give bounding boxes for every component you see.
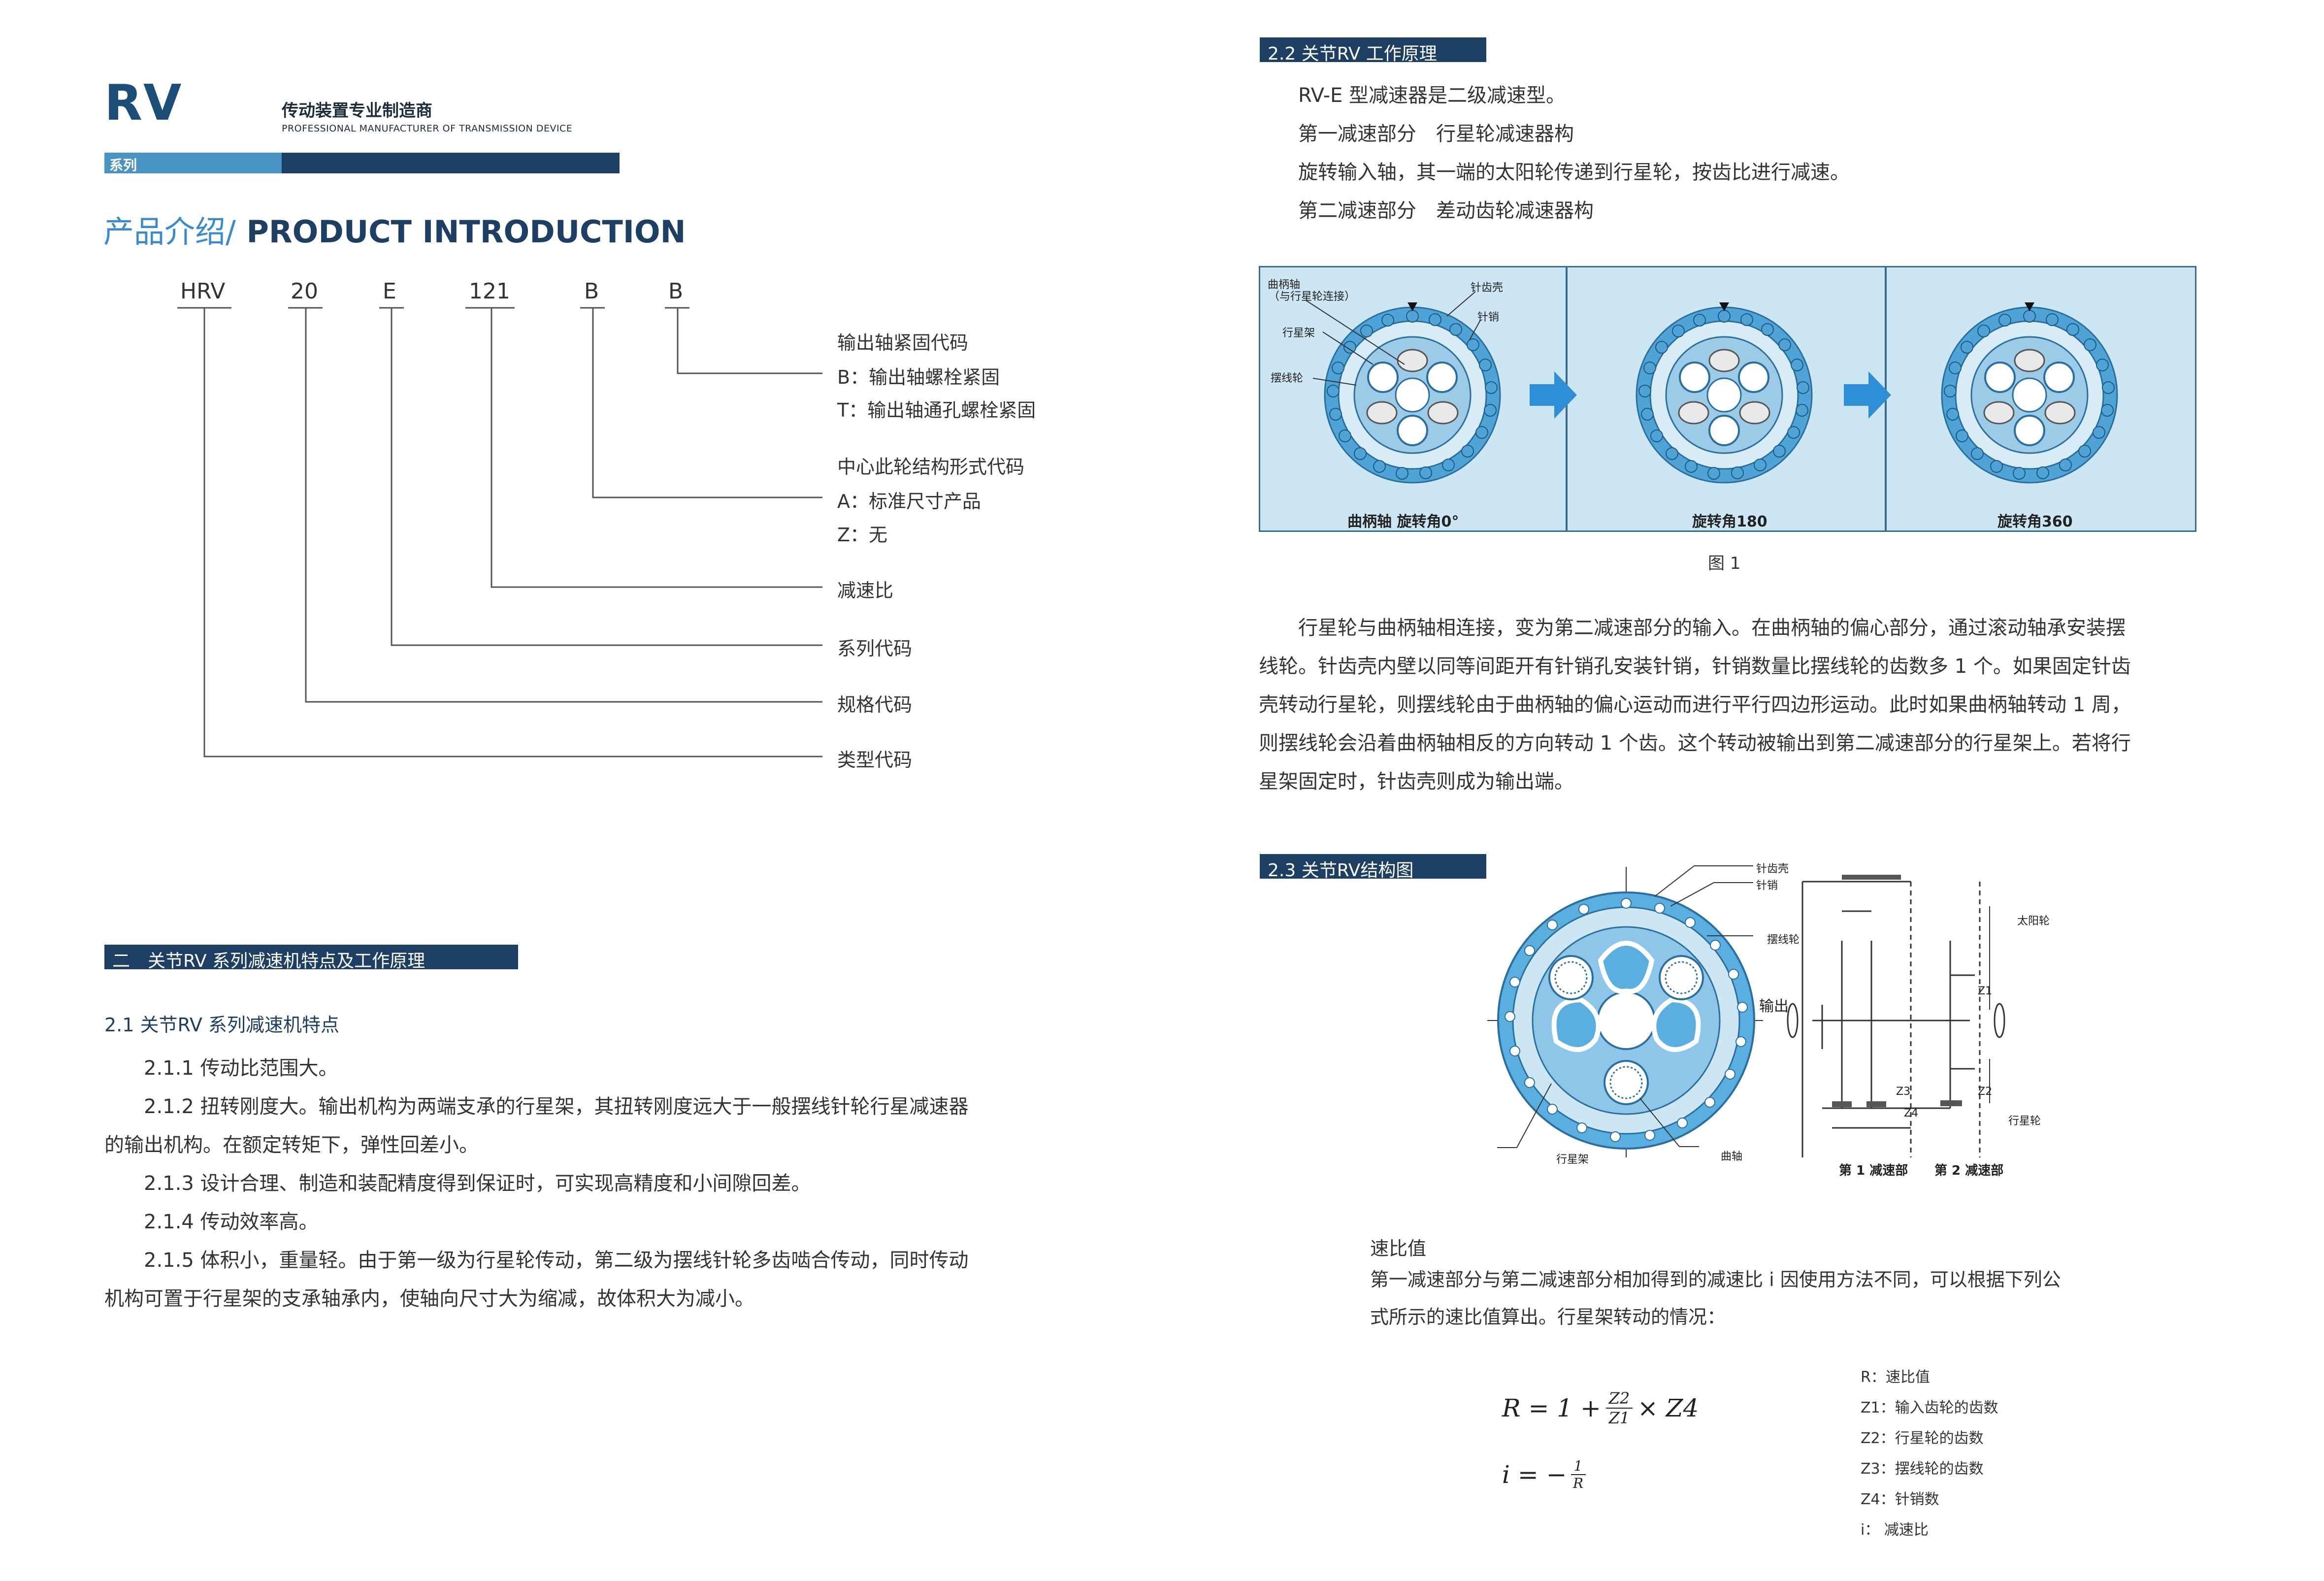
ratio-legend: R：速比值 Z1：输入齿轮的齿数 Z2：行星轮的齿数 Z3：摆线轮的齿数 Z4：… xyxy=(1861,1362,1998,1546)
struct-label-crank: 曲轴 xyxy=(1721,1151,1743,1163)
desc-series: 系列代码 xyxy=(837,638,913,659)
legend-z2: Z2：行星轮的齿数 xyxy=(1861,1430,1984,1447)
desc-center-z: Z：无 xyxy=(837,524,888,546)
code-leader-lines xyxy=(177,307,822,758)
formula-i-num: 1 xyxy=(1573,1458,1583,1474)
struct-label-pin: 针销 xyxy=(1756,880,1778,892)
para-line-4: 则摆线轮会沿着曲柄轴相反的方向转动 1 个齿。这个转动被输出到第二减速部分的行星… xyxy=(1259,732,2131,755)
code-part-hrv: HRV xyxy=(180,279,226,304)
code-part-output: B xyxy=(668,279,684,304)
fig-caption-0: 曲柄轴 旋转角0° xyxy=(1347,513,1459,530)
formula-r-num: Z2 xyxy=(1608,1389,1630,1408)
struct-label-pin-housing: 针齿壳 xyxy=(1756,863,1789,875)
struct-label-z3: Z3 xyxy=(1896,1086,1911,1098)
feature-line-2: 2.1.2 扭转刚度大。输出机构为两端支承的行星架，其扭转刚度远大于一般摆线针轮… xyxy=(144,1095,969,1118)
tagline-en: PROFESSIONAL MANUFACTURER OF TRANSMISSIO… xyxy=(282,123,573,134)
section2-title: 二 关节RV 系列减速机特点及工作原理 xyxy=(104,945,518,971)
para-line-2: 线轮。针齿壳内壁以同等间距开有针销孔安装针销，针销数量比摆线轮的齿数多 1 个。… xyxy=(1259,655,2131,678)
tagline-cn: 传动装置专业制造商 xyxy=(282,101,432,121)
formula-r-fraction: Z2 Z1 xyxy=(1605,1389,1633,1427)
legend-i: i： 减速比 xyxy=(1861,1521,1929,1539)
formula-i: i = − 1 R xyxy=(1502,1458,1586,1491)
section21-body: 2.1.1 传动比范围大。 2.1.2 扭转刚度大。输出机构为两端支承的行星架，… xyxy=(104,1049,1114,1318)
fig-label-pin-housing: 针齿壳 xyxy=(1471,282,1504,294)
legend-z1: Z1：输入齿轮的齿数 xyxy=(1861,1399,1998,1416)
figure-number: 图 1 xyxy=(1708,554,1741,573)
para-line-1: 行星轮与曲柄轴相连接，变为第二减速部分的输入。在曲柄轴的偏心部分，通过滚动轴承安… xyxy=(1298,617,2126,639)
principle-line-3: 旋转输入轴，其一端的太阳轮传递到行星轮，按齿比进行减速。 xyxy=(1298,161,1850,184)
feature-line-1: 2.1.1 传动比范围大。 xyxy=(144,1057,338,1080)
para-line-3: 壳转动行星轮，则摆线轮由于曲柄轴的偏心运动而进行平行四边形运动。此时如果曲柄轴转… xyxy=(1259,693,2131,716)
legend-z3: Z3：摆线轮的齿数 xyxy=(1861,1460,1984,1478)
struct-label-stage1: 第 1 减速部 xyxy=(1839,1163,1908,1178)
struct-label-cycloid: 摆线轮 xyxy=(1767,934,1800,946)
desc-center-code: 中心此轮结构形式代码 xyxy=(837,456,1025,478)
fig-label-cycloid: 摆线轮 xyxy=(1271,372,1304,385)
series-bar xyxy=(104,153,620,173)
section21-title: 2.1 关节RV 系列减速机特点 xyxy=(104,1014,339,1036)
struct-label-z4: Z4 xyxy=(1904,1107,1919,1120)
formula-i-head: i = − xyxy=(1502,1460,1567,1489)
principle-line-1: RV-E 型减速器是二级减速型。 xyxy=(1298,84,1566,107)
fig-label-crank-note: （与行星轮连接） xyxy=(1269,291,1356,303)
figure-1-gears xyxy=(1306,291,2118,484)
principle-line-2: 第一减速部分 行星轮减速器构 xyxy=(1298,123,1574,145)
fig-caption-360: 旋转角360 xyxy=(1997,513,2073,530)
formula-r-den: Z1 xyxy=(1608,1409,1630,1427)
series-label: 系列 xyxy=(109,157,137,173)
formula-i-den: R xyxy=(1573,1475,1584,1491)
desc-type: 类型代码 xyxy=(837,749,913,771)
legend-r: R：速比值 xyxy=(1861,1369,1930,1386)
intro-heading-cn: 产品介绍/ xyxy=(103,214,236,250)
intro-heading-en: PRODUCT INTRODUCTION xyxy=(235,214,686,250)
formula-r: R = 1 + Z2 Z1 × Z4 xyxy=(1502,1389,1699,1427)
principle-line-4: 第二减速部分 差动齿轮减速器构 xyxy=(1298,199,1594,222)
ratio-title: 速比值 xyxy=(1370,1238,1427,1259)
code-part-center: B xyxy=(584,279,599,304)
desc-ratio: 减速比 xyxy=(837,580,894,601)
fig-label-pin: 针销 xyxy=(1477,311,1500,324)
formula-r-tail: × Z4 xyxy=(1637,1394,1699,1422)
figure-1: 曲柄轴 （与行星轮连接） 针齿壳 针销 行星架 摆线轮 曲柄轴 旋转角0° 旋转… xyxy=(1259,266,2196,532)
ratio-line-1: 第一减速部分与第二减速部分相加得到的减速比 i 因使用方法不同，可以根据下列公 xyxy=(1370,1269,2061,1290)
code-part-series: E xyxy=(383,279,396,304)
feature-line-4: 2.1.3 设计合理、制造和装配精度得到保证时，可实现高精度和小间隙回差。 xyxy=(144,1172,811,1195)
feature-line-3: 的输出机构。在额定转矩下，弹性回差小。 xyxy=(104,1134,479,1156)
ratio-body: 第一减速部分与第二减速部分相加得到的减速比 i 因使用方法不同，可以根据下列公 … xyxy=(1370,1261,2061,1336)
para-line-5: 星架固定时，针齿壳则成为输出端。 xyxy=(1259,770,1574,793)
desc-center-a: A：标准尺寸产品 xyxy=(837,491,981,512)
desc-output-b: B：输出轴螺栓紧固 xyxy=(837,366,1000,388)
feature-line-6: 2.1.5 体积小，重量轻。由于第一级为行星轮传动，第二级为摆线针轮多齿啮合传动… xyxy=(144,1249,969,1272)
desc-output-t: T：输出轴通孔螺栓紧固 xyxy=(837,399,1036,421)
structure-diagram xyxy=(1487,865,2005,1157)
desc-spec: 规格代码 xyxy=(837,694,913,716)
struct-label-output: 输出 xyxy=(1759,998,1789,1015)
feature-line-7: 机构可置于行星架的支承轴承内，使轴向尺寸大为缩减，故体积大为减小。 xyxy=(104,1287,754,1310)
fig-label-carrier: 行星架 xyxy=(1282,327,1315,339)
feature-line-5: 2.1.4 传动效率高。 xyxy=(144,1211,319,1233)
ratio-line-2: 式所示的速比值算出。行星架转动的情况： xyxy=(1370,1306,1726,1328)
fig-label-crank: 曲柄轴 xyxy=(1268,279,1301,291)
formula-i-fraction: 1 R xyxy=(1571,1458,1586,1491)
fig-caption-180: 旋转角180 xyxy=(1692,513,1768,530)
code-part-size: 20 xyxy=(291,279,318,304)
code-part-ratio: 121 xyxy=(469,279,510,304)
intro-heading: 产品介绍/ PRODUCT INTRODUCTION xyxy=(103,207,686,251)
struct-label-z1: Z1 xyxy=(1978,985,1993,997)
legend-z4: Z4：针销数 xyxy=(1861,1491,1939,1508)
section22-paragraph: 行星轮与曲柄轴相连接，变为第二减速部分的输入。在曲柄轴的偏心部分，通过滚动轴承安… xyxy=(1259,609,2204,801)
section22-body: RV-E 型减速器是二级减速型。 第一减速部分 行星轮减速器构 旋转输入轴，其一… xyxy=(1298,76,1850,230)
section22-title: 2.2 关节RV 工作原理 xyxy=(1260,37,1486,64)
brand-title: RV xyxy=(104,74,183,132)
struct-label-planet-gear: 行星轮 xyxy=(2008,1115,2041,1127)
struct-label-z2: Z2 xyxy=(1978,1086,1993,1098)
struct-label-carrier: 行星架 xyxy=(1556,1153,1589,1166)
formula-r-head: R = 1 + xyxy=(1502,1394,1601,1422)
struct-label-sun: 太阳轮 xyxy=(2017,915,2050,927)
struct-label-stage2: 第 2 减速部 xyxy=(1934,1163,2004,1178)
section23-title: 2.3 关节RV结构图 xyxy=(1260,854,1486,881)
desc-output-code: 输出轴紧固代码 xyxy=(837,332,969,354)
